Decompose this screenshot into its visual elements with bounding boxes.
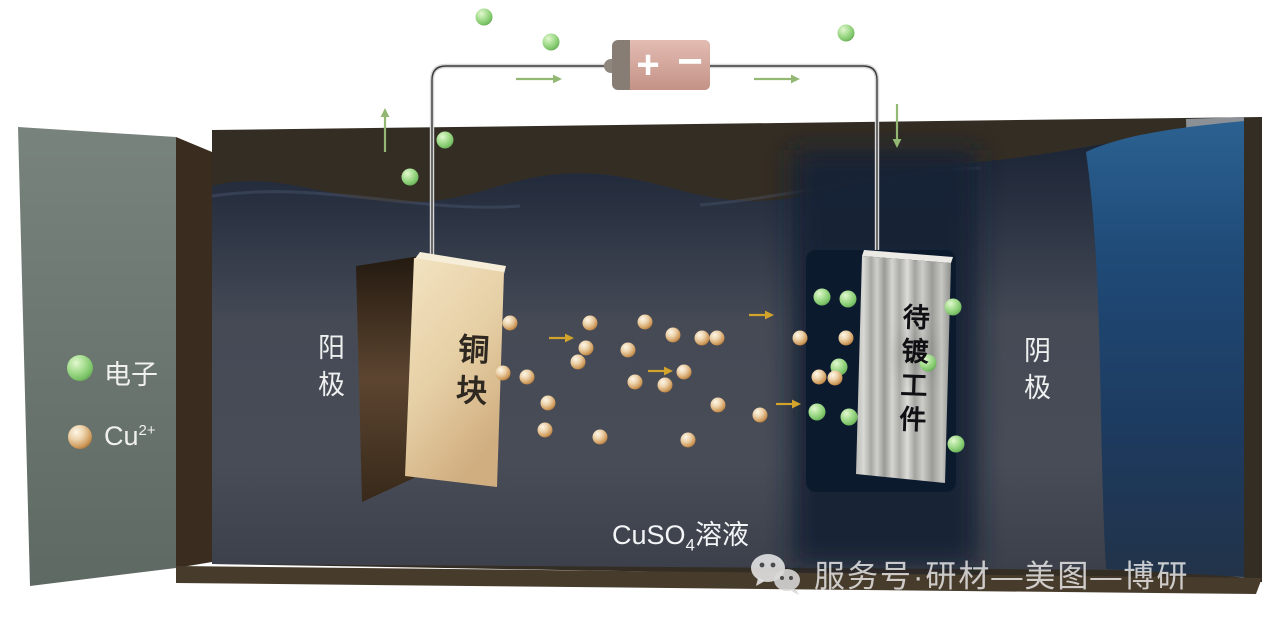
electron-sphere — [839, 290, 857, 308]
flow-arrow-head — [565, 333, 574, 343]
copper-block-side-face — [356, 256, 420, 502]
flow-arrow-head — [892, 139, 902, 148]
electron-sphere — [808, 403, 826, 421]
copper-ion-sphere — [592, 429, 608, 445]
flow-arrow-head — [553, 74, 562, 84]
wechat-icon — [751, 553, 800, 595]
electron-sphere — [475, 8, 493, 26]
copper-ion-sphere — [680, 432, 696, 448]
legend-ion-sphere — [68, 425, 92, 449]
electron-sphere — [840, 408, 858, 426]
tank-left-frame — [176, 137, 212, 568]
copper-ion-sphere — [709, 330, 725, 346]
copper-ion-sphere — [792, 330, 808, 346]
copper-ion-sphere — [582, 315, 598, 331]
water-surface-highlight — [211, 190, 521, 209]
copper-ion-sphere — [657, 377, 673, 393]
workpiece-metal-face — [856, 256, 951, 483]
electron-sphere — [947, 435, 965, 453]
workpiece-top-edge — [862, 250, 953, 263]
particles-and-arrows-layer — [67, 8, 965, 453]
copper-ion-sphere — [752, 407, 768, 423]
copper-ion-sphere — [578, 340, 594, 356]
electron-sphere — [401, 168, 419, 186]
tank-bottom-frame — [176, 566, 1262, 594]
electron-sphere — [919, 354, 937, 372]
watermark: 服务号·研材—美图—博研 — [748, 551, 1189, 596]
copper-ion-sphere — [620, 342, 636, 358]
electron-sphere — [542, 33, 560, 51]
copper-ion-sphere — [537, 422, 553, 438]
copper-ion-sphere — [637, 314, 653, 330]
flow-arrow-head — [765, 310, 774, 320]
anode-label: 阳极 — [314, 333, 344, 407]
legend-ion-base: Cu — [104, 421, 139, 451]
solution-water — [212, 143, 1140, 570]
electron-sphere — [944, 298, 962, 316]
legend-ion-label: Cu2+ — [104, 421, 156, 452]
electron-sphere — [813, 288, 831, 306]
copper-ion-sphere — [627, 374, 643, 390]
flow-arrow-head — [380, 108, 390, 117]
copper-ion-sphere — [710, 397, 726, 413]
tank-left-wall — [18, 127, 176, 586]
copper-ion-sphere — [676, 364, 692, 380]
copper-ion-sphere — [694, 330, 710, 346]
legend-electron-label: 电子 — [104, 360, 158, 390]
flow-arrow-head — [791, 74, 800, 84]
copper-ion-sphere — [811, 369, 827, 385]
copper-block-top-face — [414, 252, 506, 274]
copper-ion-sphere — [495, 365, 511, 381]
copper-ion-sphere — [519, 369, 535, 385]
electron-sphere — [837, 24, 855, 42]
solution-label: CuSO4溶液 — [612, 513, 749, 555]
legend-ion-superscript: 2+ — [138, 422, 156, 439]
flow-arrow-head — [792, 399, 801, 409]
copper-ion-sphere — [838, 330, 854, 346]
copper-block-label: 铜块 — [449, 332, 490, 416]
copper-ion-sphere — [570, 354, 586, 370]
bright-water-corner — [1086, 121, 1244, 577]
solution-suffix: 溶液 — [695, 520, 749, 550]
flow-arrow-head — [664, 366, 673, 376]
battery-minus-terminal: − — [677, 37, 703, 86]
battery-body — [630, 40, 710, 90]
watermark-text: 服务号·研材—美图—博研 — [814, 559, 1190, 594]
copper-ion-sphere — [827, 370, 843, 386]
electron-sphere — [436, 131, 454, 149]
solution-formula-subscript: 4 — [685, 535, 695, 555]
workpiece-label: 待镀工件 — [894, 302, 930, 440]
cathode-label: 阴极 — [1020, 336, 1050, 410]
cathode-wire-core — [710, 65, 878, 258]
copper-block-front-face — [405, 258, 504, 487]
anode-wire-core — [431, 65, 612, 258]
copper-ion-sphere — [540, 395, 556, 411]
battery-plus-terminal: + — [636, 43, 660, 87]
copper-ion-sphere — [502, 315, 518, 331]
legend-electron-sphere — [67, 355, 93, 381]
solution-formula: CuSO — [612, 520, 686, 550]
copper-ion-sphere — [665, 327, 681, 343]
